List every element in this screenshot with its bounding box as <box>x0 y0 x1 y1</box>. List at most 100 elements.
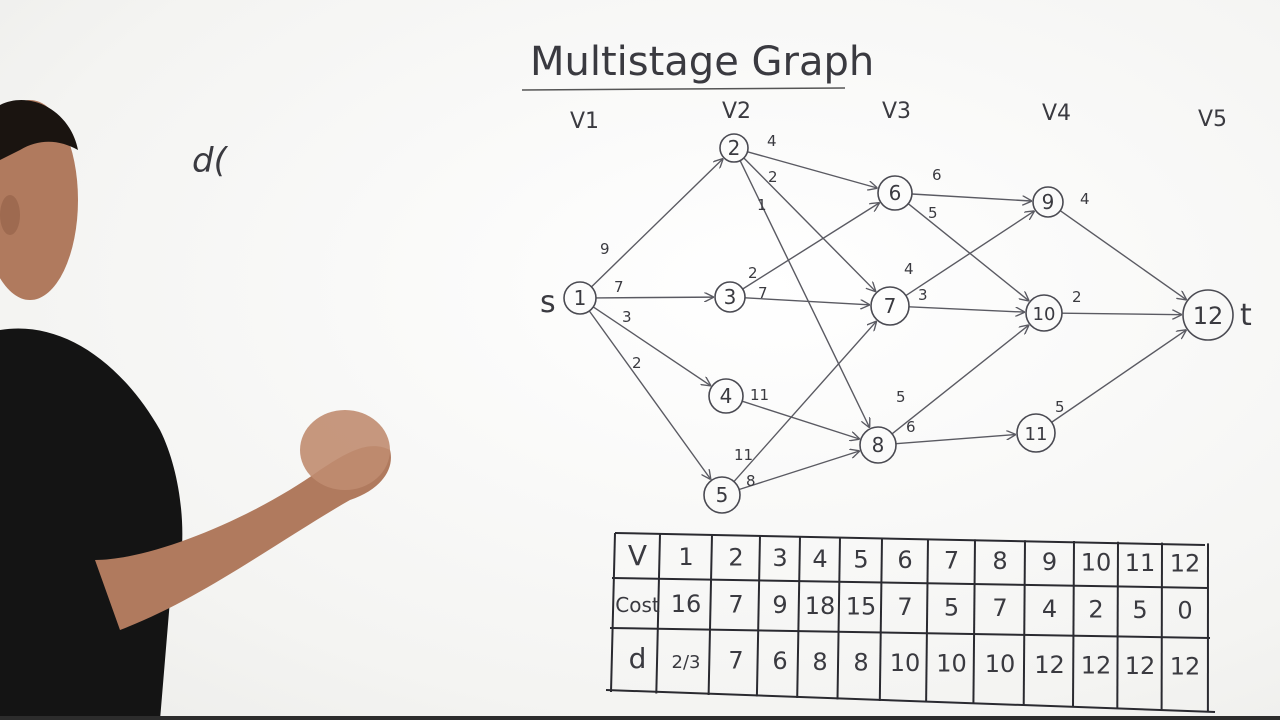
edge-3-6 <box>742 203 879 290</box>
bottom-bar <box>0 716 1280 720</box>
edge-weight-11-12: 5 <box>1055 398 1065 416</box>
edge-weight-2-6: 4 <box>767 132 777 150</box>
edge-2-7 <box>743 157 875 291</box>
table-row-2-cell-12: 12 <box>1170 653 1201 681</box>
left-note: d( <box>192 141 229 181</box>
edge-weight-5-8: 8 <box>746 472 756 490</box>
table-col-line-3 <box>755 535 761 697</box>
table-row-2-cell-8: 10 <box>985 650 1016 678</box>
table-col-line-10 <box>1072 540 1075 708</box>
table-row-1-cell-9: 4 <box>1042 595 1057 623</box>
node-4-circle <box>708 378 744 414</box>
table-col-line-1 <box>655 533 661 694</box>
node-2-circle <box>719 133 749 163</box>
edge-9-12 <box>1059 210 1186 300</box>
edge-weight-10-12: 2 <box>1072 288 1082 306</box>
edge-weight-8-11: 6 <box>906 418 916 436</box>
edge-weight-1-4: 3 <box>622 308 632 326</box>
edge-1-4 <box>592 306 710 385</box>
presenter-figure <box>0 100 391 720</box>
node-1-label: 1 <box>574 286 587 310</box>
table-row-2-cell-4: 8 <box>812 648 827 676</box>
edge-weight-2-7: 2 <box>768 168 778 186</box>
node-6-label: 6 <box>889 181 902 205</box>
table-row-0-cell-4: 4 <box>812 545 827 573</box>
node-2-label: 2 <box>728 136 741 160</box>
node-8-label: 8 <box>872 433 885 457</box>
table-row-1-cell-5: 15 <box>846 592 877 620</box>
table-row-1-header: Cost <box>615 593 660 617</box>
edge-weight-9-12: 4 <box>1080 190 1090 208</box>
node-10-label: 10 <box>1033 304 1056 325</box>
table-col-line-7 <box>925 538 929 703</box>
source-label: s <box>540 285 556 320</box>
table-row-1-cell-10: 2 <box>1088 595 1103 623</box>
table-col-line-8 <box>972 539 976 705</box>
page-title: Multistage Graph <box>530 39 874 85</box>
table-col-line-2 <box>707 534 713 696</box>
node-9-label: 9 <box>1042 190 1055 214</box>
node-7-circle <box>870 286 910 326</box>
edge-6-10 <box>907 203 1028 301</box>
edge-weight-7-9: 4 <box>904 260 914 278</box>
node-9-circle <box>1032 186 1064 218</box>
table-row-2-cell-9: 12 <box>1034 651 1065 679</box>
stage-label-3: V3 <box>882 99 911 124</box>
table-row-2-header: d <box>629 642 647 675</box>
node-4-label: 4 <box>720 384 733 408</box>
edge-weight-1-2: 9 <box>600 240 610 258</box>
table-row-0-cell-8: 8 <box>992 547 1007 575</box>
edge-weight-3-6: 2 <box>748 264 758 282</box>
edge-weight-1-3: 7 <box>614 278 624 296</box>
table-row-divider-2 <box>609 627 1211 639</box>
edge-weight-6-10: 5 <box>928 204 938 222</box>
table-row-2-cell-6: 10 <box>890 649 921 677</box>
node-11-circle <box>1016 413 1056 453</box>
node-1-circle <box>563 281 597 315</box>
node-3-circle <box>714 281 746 313</box>
table-row-2-cell-5: 8 <box>853 648 868 676</box>
edge-8-10 <box>891 325 1028 435</box>
table-row-0-cell-1: 1 <box>678 543 693 571</box>
table-row-0-cell-12: 12 <box>1170 550 1201 578</box>
table-col-line-6 <box>878 537 883 702</box>
table-row-2-cell-11: 12 <box>1125 652 1156 680</box>
node-6-circle <box>877 175 913 211</box>
table-row-1-cell-7: 5 <box>944 594 959 622</box>
title-underline <box>521 87 846 91</box>
edge-3-7 <box>744 297 869 305</box>
edge-4-8 <box>741 400 859 439</box>
table-row-0-cell-3: 3 <box>772 544 787 572</box>
node-10-circle <box>1025 294 1063 332</box>
table-border-bottom <box>605 689 1216 713</box>
stage-label-5: V5 <box>1198 107 1227 132</box>
edge-7-10 <box>908 306 1024 312</box>
table-row-2-cell-10: 12 <box>1081 651 1112 679</box>
node-7-label: 7 <box>884 294 897 318</box>
edge-8-11 <box>895 435 1015 445</box>
edge-weight-1-5: 2 <box>632 354 642 372</box>
edge-1-5 <box>588 310 710 479</box>
table-row-2-cell-2: 7 <box>728 647 743 675</box>
edge-5-8 <box>738 451 859 491</box>
table-row-2-cell-1: 2/3 <box>672 652 701 673</box>
edge-1-3 <box>595 297 713 298</box>
table-col-line-5 <box>836 536 841 700</box>
table-border-top <box>614 532 1206 546</box>
node-8-circle <box>859 426 897 464</box>
node-11-label: 11 <box>1025 424 1048 445</box>
table-row-0-cell-11: 11 <box>1125 549 1156 577</box>
table-row-1-cell-4: 18 <box>805 592 836 620</box>
stage-label-4: V4 <box>1042 101 1071 126</box>
table-row-1-cell-8: 7 <box>992 594 1007 622</box>
table-row-1-cell-11: 5 <box>1132 596 1147 624</box>
table-row-0-cell-10: 10 <box>1081 548 1112 576</box>
node-5-label: 5 <box>716 483 729 507</box>
table-row-2-cell-3: 6 <box>772 647 787 675</box>
